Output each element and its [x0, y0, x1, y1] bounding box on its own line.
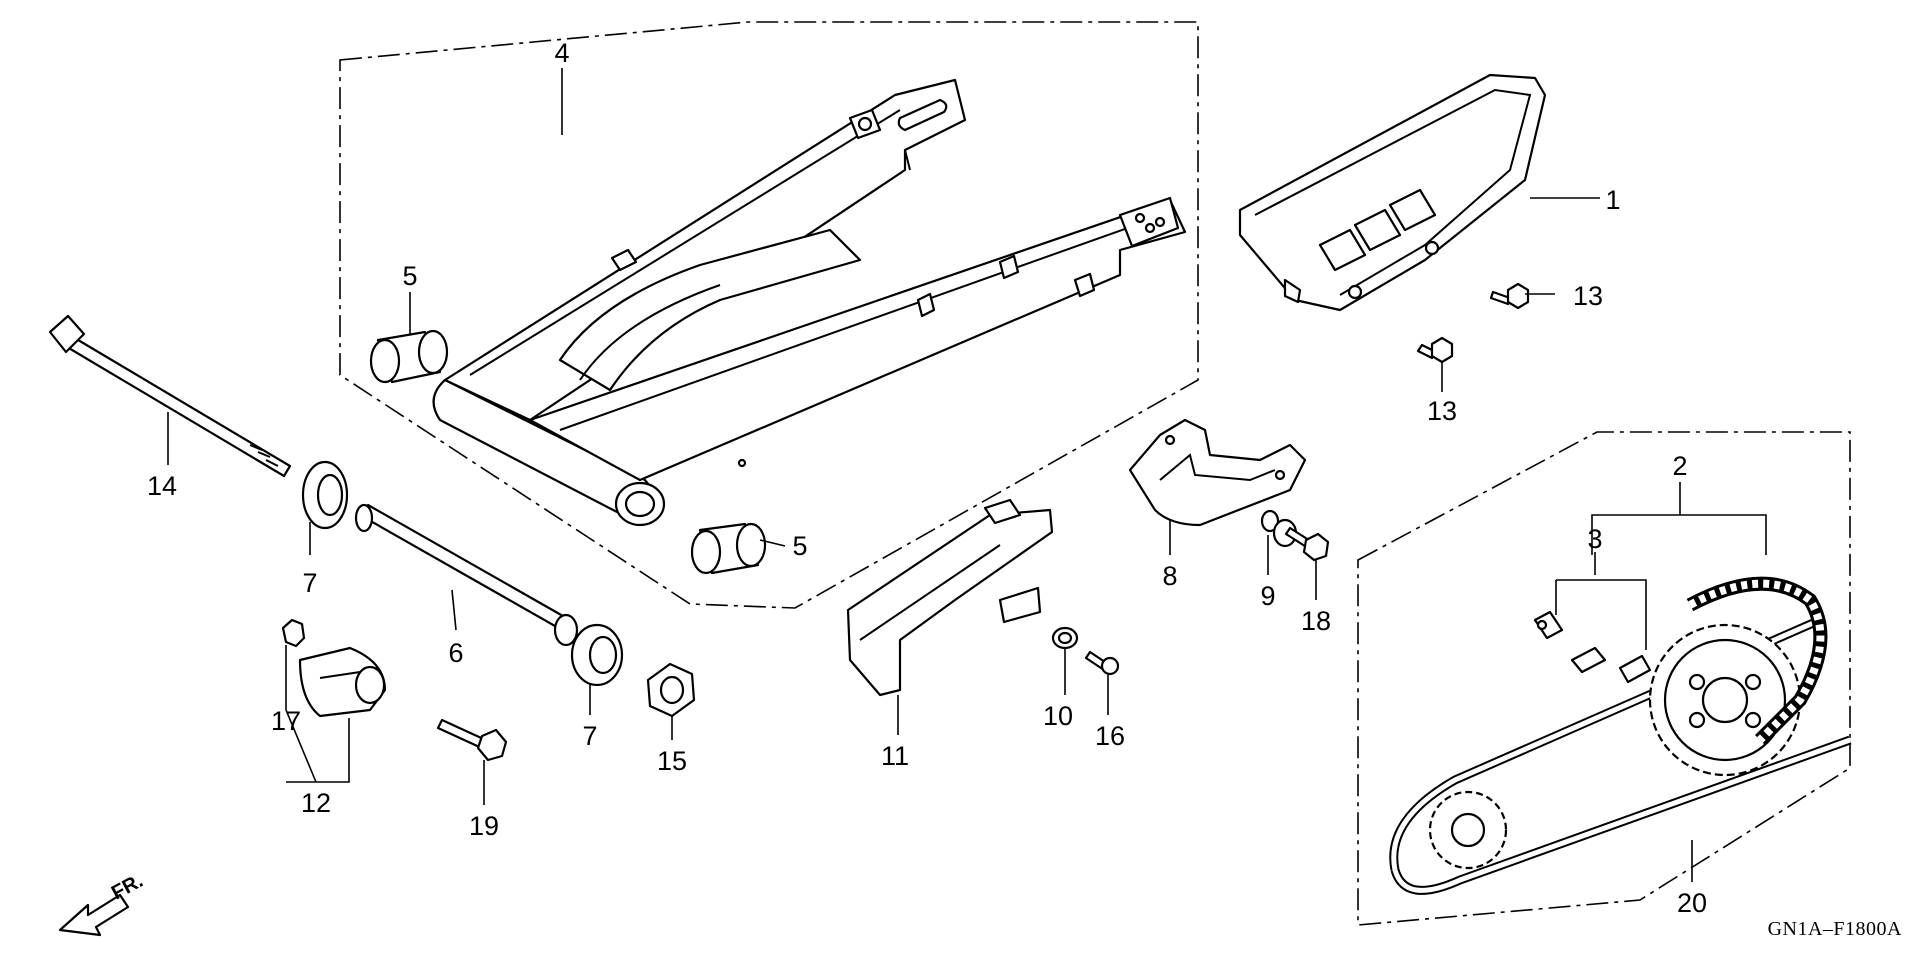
callout-13-upper: 13 — [1573, 281, 1603, 311]
pivot-bushing-right — [690, 522, 767, 575]
callout-17: 17 — [271, 706, 301, 736]
callout-13-lower: 13 — [1427, 396, 1457, 426]
swingarm-assembly-outline — [339, 21, 1199, 609]
front-direction-arrow: FR. — [58, 870, 147, 937]
small-nut — [281, 618, 306, 648]
washer-9 — [1260, 509, 1298, 548]
chain-case — [1238, 73, 1547, 312]
pivot-collar — [354, 503, 579, 647]
drive-sprocket — [1428, 790, 1508, 870]
callout-15: 15 — [657, 746, 687, 776]
swingarm — [432, 78, 1187, 527]
brake-hose-clip — [298, 646, 387, 718]
dust-seal-left — [301, 460, 349, 530]
drive-chain-kit-outline — [1357, 431, 1851, 926]
master-link — [1533, 610, 1652, 684]
screw-16 — [1084, 650, 1120, 676]
bolt-19 — [436, 718, 508, 762]
callout-10: 10 — [1043, 701, 1073, 731]
callout-18: 18 — [1301, 606, 1331, 636]
callout-2: 2 — [1672, 451, 1687, 481]
callout-5-left: 5 — [402, 261, 417, 291]
callout-1: 1 — [1605, 185, 1620, 215]
callout-7-left: 7 — [302, 568, 317, 598]
bolt-18 — [1284, 526, 1330, 562]
drive-chain — [1389, 615, 1852, 895]
pivot-bolt — [48, 314, 292, 478]
pivot-bushing-left — [369, 329, 449, 384]
callout-3: 3 — [1587, 524, 1602, 554]
callout-14: 14 — [147, 471, 177, 501]
drawing-code: GN1A–F1800A — [1768, 918, 1902, 940]
chain-slider — [846, 498, 1054, 697]
callout-7-right: 7 — [582, 721, 597, 751]
pivot-nut — [646, 662, 696, 718]
washer-10 — [1051, 626, 1079, 650]
callout-16: 16 — [1095, 721, 1125, 751]
chain-guide — [1128, 418, 1307, 527]
bolt-13-lower — [1416, 336, 1454, 364]
chain-segment — [1686, 576, 1828, 745]
driven-sprocket — [1648, 623, 1802, 777]
callout-20: 20 — [1677, 888, 1707, 918]
dust-seal-right — [570, 623, 624, 687]
callout-5-right: 5 — [792, 531, 807, 561]
callout-19: 19 — [469, 811, 499, 841]
callout-11: 11 — [881, 741, 909, 771]
leader-lines — [167, 68, 1767, 882]
callout-6: 6 — [448, 638, 463, 668]
callout-8: 8 — [1162, 561, 1177, 591]
bolt-13-upper — [1489, 282, 1530, 310]
callout-4: 4 — [554, 38, 569, 68]
callout-9: 9 — [1260, 581, 1275, 611]
callout-12: 12 — [301, 788, 331, 818]
